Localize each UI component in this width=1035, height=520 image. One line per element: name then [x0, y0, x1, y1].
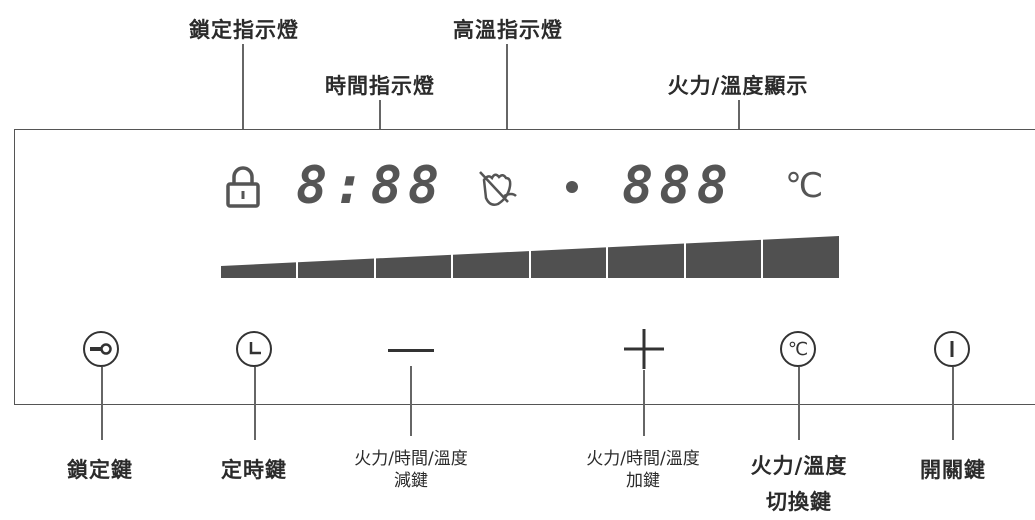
increase-key-label: 火力/時間/溫度 加鍵 — [586, 448, 699, 492]
lock-key-leader — [101, 367, 103, 440]
high-temp-indicator-label: 高溫指示燈 — [453, 18, 563, 42]
increase-key-button[interactable] — [623, 328, 665, 370]
clock-icon — [245, 340, 263, 358]
celsius-icon: ℃ — [787, 338, 809, 360]
power-key-leader — [952, 367, 954, 440]
timer-key-label: 定時鍵 — [221, 458, 287, 482]
temp-switch-key-button[interactable]: ℃ — [780, 331, 816, 367]
lock-key-button[interactable] — [83, 331, 119, 367]
minus-icon — [388, 348, 434, 354]
padlock-icon — [224, 164, 262, 208]
lock-key-label: 鎖定鍵 — [67, 458, 133, 482]
decrease-key-label: 火力/時間/溫度 減鍵 — [354, 448, 467, 492]
timer-key-leader — [254, 367, 256, 440]
decrease-key-leader — [410, 366, 412, 436]
celsius-unit: ℃ — [785, 166, 824, 206]
decrease-key-button[interactable] — [388, 336, 434, 366]
lock-indicator-label: 鎖定指示燈 — [189, 18, 299, 42]
control-panel — [14, 129, 1035, 405]
increase-key-leader — [643, 370, 645, 436]
temp-switch-key-label: 火力/溫度 切換鍵 — [751, 448, 848, 520]
separator-dot — [566, 181, 578, 193]
plus-icon — [624, 329, 664, 369]
increase-key-label-line2: 加鍵 — [626, 471, 660, 491]
high-temp-indicator-leader — [506, 44, 508, 162]
power-level-bar — [221, 234, 841, 279]
power-key-button[interactable] — [934, 331, 970, 367]
temp-switch-key-label-line1: 火力/溫度 — [750, 454, 848, 478]
lock-indicator-leader — [242, 44, 244, 166]
decrease-key-label-line2: 減鍵 — [394, 471, 428, 491]
hot-hand-icon — [474, 166, 520, 210]
decrease-key-label-line1: 火力/時間/溫度 — [354, 449, 468, 469]
power-key-label: 開關鍵 — [920, 458, 986, 482]
temp-switch-key-label-line2: 切換鍵 — [765, 490, 832, 514]
key-icon — [89, 342, 113, 356]
time-indicator-label: 時間指示燈 — [325, 74, 435, 98]
power-temp-display: 888 — [622, 156, 734, 216]
power-icon — [950, 341, 954, 357]
temp-switch-key-leader — [798, 367, 800, 440]
power-temp-display-label: 火力/溫度顯示 — [667, 74, 809, 98]
increase-key-label-line1: 火力/時間/溫度 — [586, 449, 700, 469]
timer-key-button[interactable] — [236, 331, 272, 367]
time-display: 8:88 — [296, 156, 446, 216]
